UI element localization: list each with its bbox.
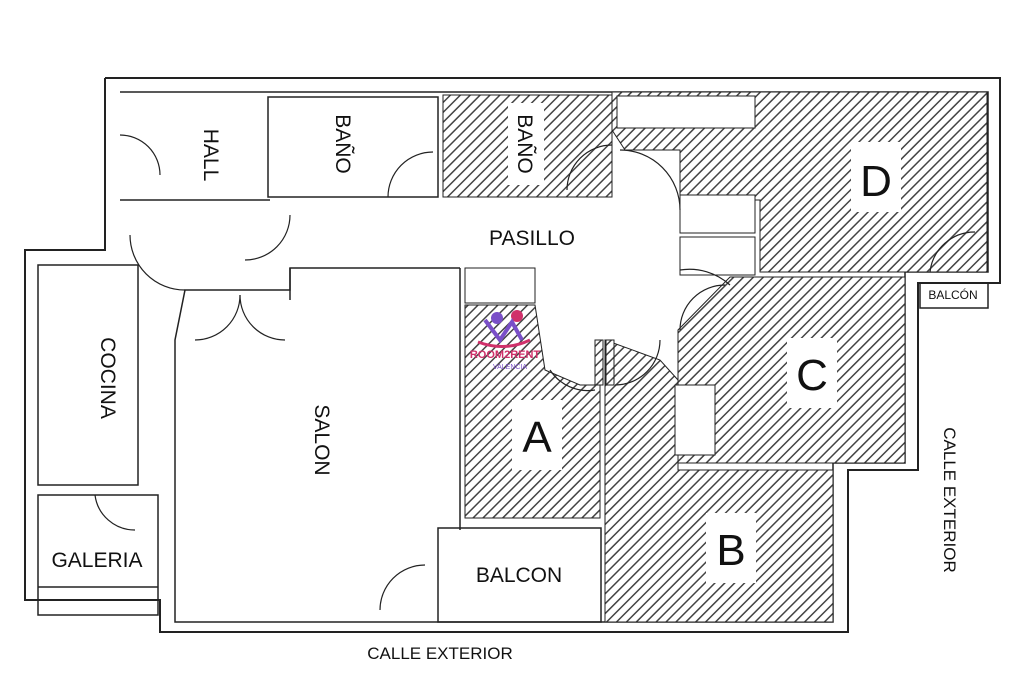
room-label-b: B: [716, 526, 745, 575]
wall-segment: [594, 339, 604, 386]
room-label-bano-1: BAÑO: [331, 114, 355, 174]
closet-d1: [679, 194, 756, 234]
room-label-salon: SALON: [310, 404, 333, 475]
room-label-a: A: [522, 413, 552, 462]
room-label-galeria: GALERIA: [51, 549, 142, 572]
outer-wall: [24, 77, 1001, 633]
room-label-balcon-small: BALCÓN: [928, 287, 977, 302]
label-box-d: [851, 142, 901, 212]
interior-walls: [37, 96, 989, 623]
room-b: [604, 339, 834, 623]
room-label-pasillo: PASILLO: [489, 227, 575, 250]
street-label-bottom: CALLE EXTERIOR: [367, 644, 513, 663]
room-label-balcon: BALCON: [476, 564, 562, 587]
room-label-hall: HALL: [199, 129, 222, 182]
label-box-c: [787, 338, 837, 408]
room-label-d: D: [860, 157, 892, 206]
wall-segment: [605, 339, 615, 386]
closet-b: [674, 384, 716, 456]
room-label-cocina: COCINA: [96, 337, 119, 419]
doors: [94, 134, 976, 611]
logo-city: VALENCIA: [493, 364, 527, 371]
room2rent-logo: ROOM2RENT VALENCIA: [470, 310, 541, 371]
label-box-bano: [508, 103, 544, 185]
closet-d2: [679, 236, 756, 276]
label-box-b: [706, 513, 756, 583]
room-label-bano-2: BAÑO: [513, 114, 537, 174]
logo-name: ROOM2RENT: [470, 349, 541, 361]
label-box-a: [512, 400, 562, 470]
closet-a: [464, 267, 536, 304]
room-label-c: C: [796, 351, 828, 400]
closet-top: [616, 95, 756, 129]
street-label-right: CALLE EXTERIOR: [940, 427, 959, 573]
